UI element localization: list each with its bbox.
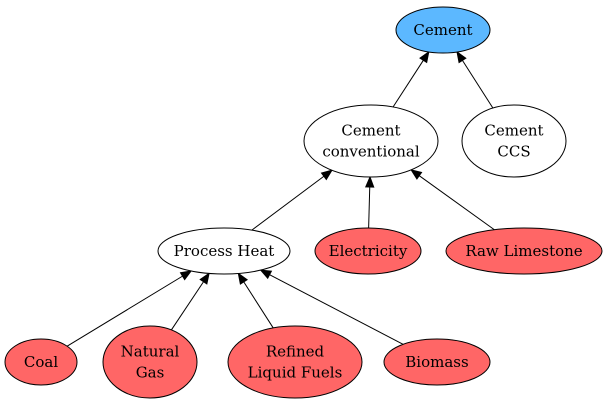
node-ellipse [445, 227, 603, 275]
edge-line [269, 274, 404, 345]
node-process-heat: Process Heat [157, 227, 291, 275]
arrowhead [199, 272, 210, 285]
node-label-line: Liquid Fuels [248, 364, 343, 382]
node-label-line: Raw Limestone [465, 242, 582, 260]
edge-electricity-to-cement_conventional [364, 175, 375, 229]
node-raw-limestone: Raw Limestone [445, 227, 603, 275]
edge-line [368, 186, 371, 229]
node-ellipse [227, 325, 363, 399]
edge-line [243, 281, 274, 329]
node-ellipse [395, 6, 491, 54]
node-ellipse [102, 325, 198, 399]
arrowhead [179, 270, 193, 281]
arrowhead [320, 169, 333, 181]
arrowhead [419, 50, 430, 64]
edge-cement_ccs-to-cement [456, 50, 494, 109]
edge-line [251, 175, 325, 231]
edge-coal-to-process_heat [66, 270, 193, 347]
edges-layer [66, 50, 495, 347]
node-coal: Coal [4, 338, 78, 386]
node-label-line: CCS [497, 143, 530, 161]
node-cement: Cement [395, 6, 491, 54]
arrowhead [456, 50, 467, 64]
edge-process_heat-to-cement_conventional [251, 169, 333, 231]
arrowhead [237, 272, 249, 285]
node-label-line: Electricity [329, 242, 408, 260]
edge-raw_limestone-to-cement_conventional [410, 169, 495, 231]
nodes-layer: CementCementconventionalCementCCSProcess… [4, 6, 603, 399]
node-ellipse [4, 338, 78, 386]
edge-refined_liquid_fuels-to-process_heat [237, 272, 274, 329]
edge-line [418, 175, 495, 231]
node-label-line: Biomass [405, 353, 468, 371]
edge-line [392, 60, 424, 108]
arrowhead [259, 269, 273, 280]
edge-cement_conventional-to-cement [392, 50, 430, 108]
arrowhead [364, 175, 375, 188]
node-electricity: Electricity [314, 227, 422, 275]
node-label-line: Process Heat [174, 242, 275, 260]
arrowhead [410, 169, 423, 180]
node-label-line: Cement [413, 21, 472, 39]
node-label-line: Coal [24, 353, 58, 371]
node-label-line: conventional [322, 143, 420, 161]
edge-natural_gas-to-process_heat [170, 272, 210, 331]
node-ellipse [303, 104, 439, 178]
edge-line [462, 60, 494, 109]
node-label-line: Refined [266, 343, 325, 361]
node-label-line: Cement [341, 122, 400, 140]
node-ellipse [314, 227, 422, 275]
edge-line [170, 281, 204, 331]
node-label-line: Cement [484, 122, 543, 140]
node-ellipse [383, 338, 491, 386]
node-ellipse [157, 227, 291, 275]
node-biomass: Biomass [383, 338, 491, 386]
edge-biomass-to-process_heat [259, 269, 404, 345]
node-ellipse [461, 104, 567, 178]
node-cement-conventional: Cement conventional [303, 104, 439, 178]
node-label-line: Gas [136, 364, 165, 382]
edge-line [66, 275, 183, 347]
node-label-line: Natural [121, 343, 180, 361]
